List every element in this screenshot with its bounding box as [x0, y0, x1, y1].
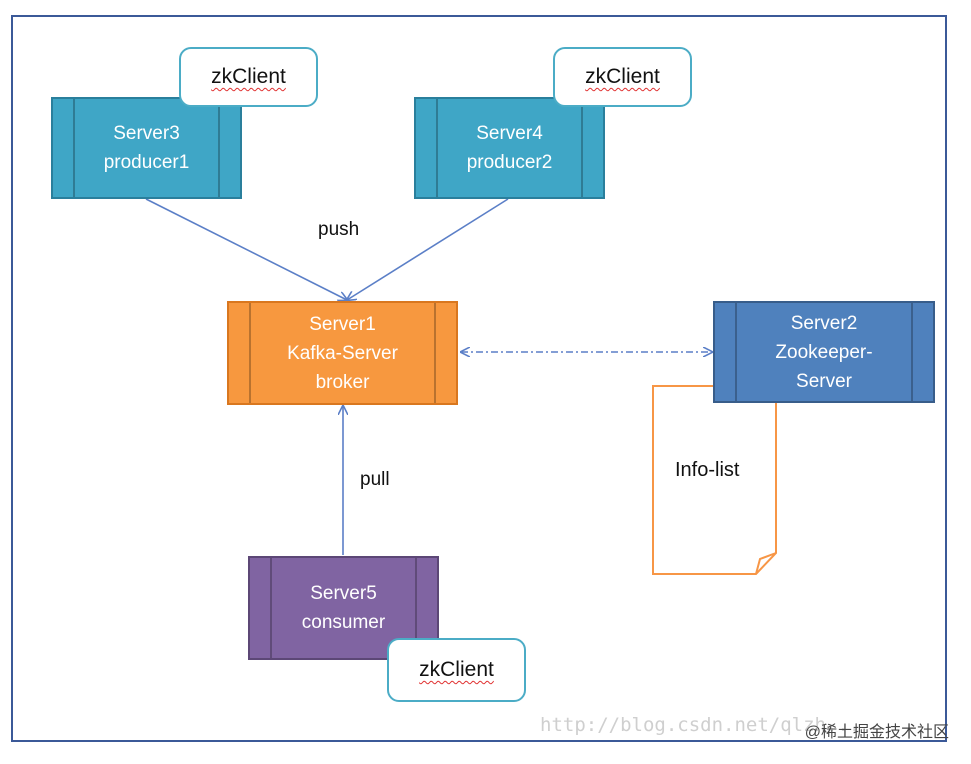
pull-label: pull [360, 469, 390, 490]
server4-zkclient-label: zkClient [585, 65, 660, 88]
server2-zookeeper-node: Server2 Zookeeper- Server [713, 301, 935, 403]
server2-name: Server2 [790, 312, 858, 334]
server3-zkclient: zkClient [179, 47, 318, 107]
server3-name: Server3 [113, 123, 180, 144]
server3-role: producer1 [103, 152, 190, 173]
server5-name: Server5 [310, 583, 377, 604]
server5-zkclient-label: zkClient [419, 658, 494, 681]
server4-zkclient: zkClient [553, 47, 692, 107]
server1-kafka-broker-node: Server1 Kafka-Server broker [227, 301, 458, 405]
server1-name: Server1 [309, 313, 376, 335]
info-list-label: Info-list [675, 459, 740, 481]
server3-zkclient-label: zkClient [211, 65, 286, 88]
arrow-server4-to-broker [347, 198, 509, 300]
server4-name: Server4 [476, 123, 543, 144]
arrow-server3-to-broker [145, 198, 347, 300]
server1-role: broker [315, 371, 370, 393]
push-label: push [318, 219, 360, 240]
server5-zkclient: zkClient [387, 638, 526, 702]
server2-service-line1: Zookeeper- [775, 341, 873, 363]
info-list-page-fold [755, 552, 777, 575]
server5-role: consumer [301, 612, 386, 633]
source-watermark: http://blog.csdn.net/qlzh... [540, 714, 861, 736]
server2-service-line2: Server [796, 370, 852, 392]
server4-producer2-node: Server4 producer2 [414, 97, 605, 199]
server3-producer1-node: Server3 producer1 [51, 97, 242, 199]
server1-service: Kafka-Server [287, 342, 398, 364]
server4-role: producer2 [466, 152, 553, 173]
platform-credit: @稀土掘金技术社区 [804, 724, 949, 741]
